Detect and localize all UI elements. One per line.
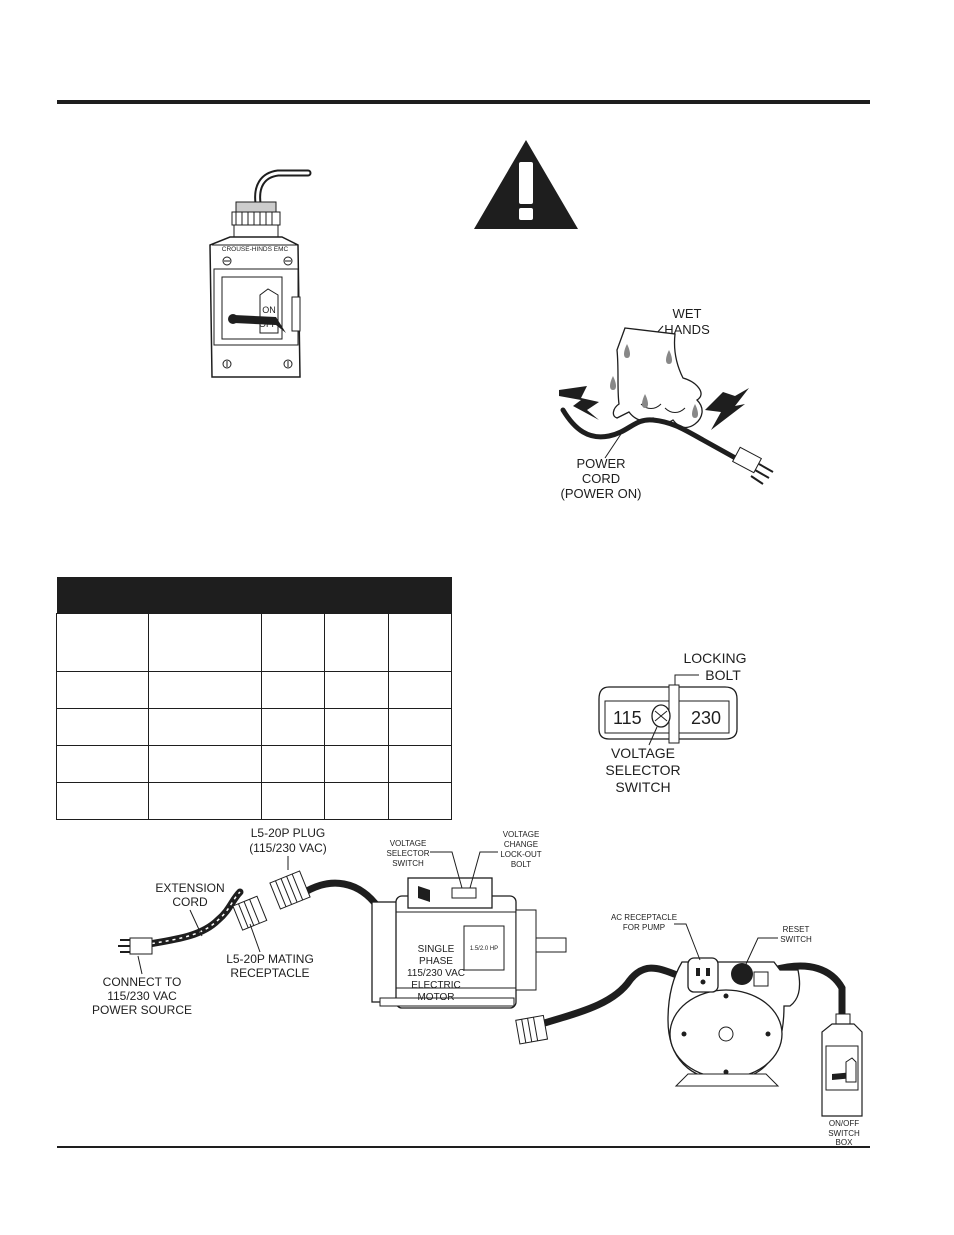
svg-text:BOX: BOX	[836, 1138, 854, 1147]
svg-text:BOLT: BOLT	[705, 667, 741, 683]
bottom-rule	[57, 1146, 870, 1148]
motor-label: SINGLE	[418, 944, 455, 955]
table-row	[56, 708, 452, 746]
wiring-diagram-figure: L5-20P PLUG (115/230 VAC) EXTENSION CORD…	[92, 826, 863, 1147]
switch-brand-label: CROUSE-HINDS EMC	[222, 246, 289, 253]
table-header-row	[56, 577, 452, 614]
svg-text:CORD: CORD	[172, 895, 208, 909]
motor-plate-label: 1.5/2.0 HP	[470, 946, 498, 952]
mating-receptacle-label: L5-20P MATING	[226, 952, 314, 966]
svg-text:115/230 VAC: 115/230 VAC	[407, 968, 465, 979]
voltage-115-label: 115	[613, 708, 642, 728]
wet-hands-figure: WET HANDS POWER CORD (POWER ON)	[559, 306, 774, 501]
voltage-switch-figure: LOCKING BOLT 115 230 VOLTAGE SELECTOR SW…	[598, 650, 747, 795]
svg-text:CORD: CORD	[582, 471, 620, 486]
exclamation-triangle-icon	[474, 140, 578, 229]
svg-text:(POWER ON): (POWER ON)	[561, 486, 642, 501]
table-row	[56, 782, 452, 820]
svg-text:MOTOR: MOTOR	[417, 992, 454, 1003]
svg-text:(115/230 VAC): (115/230 VAC)	[249, 841, 327, 855]
wet-hands-label: WET	[673, 306, 702, 321]
svg-text:FOR PUMP: FOR PUMP	[623, 923, 665, 932]
svg-text:SELECTOR: SELECTOR	[387, 849, 430, 858]
svg-text:SWITCH: SWITCH	[615, 779, 670, 795]
table-row	[56, 613, 452, 672]
plug-label: L5-20P PLUG	[251, 826, 326, 840]
svg-text:SWITCH: SWITCH	[392, 859, 424, 868]
svg-text:115/230 VAC: 115/230 VAC	[107, 989, 177, 1003]
svg-text:BOLT: BOLT	[511, 860, 531, 869]
svg-text:SWITCH: SWITCH	[780, 935, 812, 944]
svg-text:CHANGE: CHANGE	[504, 840, 538, 849]
voltage-selector-label: VOLTAGE	[611, 745, 675, 761]
power-cord-label: POWER	[576, 456, 625, 471]
svg-text:POWER SOURCE: POWER SOURCE	[92, 1003, 192, 1017]
power-source-label: CONNECT TO	[103, 975, 182, 989]
svg-text:SWITCH: SWITCH	[828, 1129, 860, 1138]
table-row	[56, 745, 452, 783]
extension-cord-label: EXTENSION	[155, 881, 224, 895]
specs-table	[56, 577, 452, 820]
switch-on-label: ON	[262, 305, 276, 315]
voltage-selector-switch-label: VOLTAGE	[390, 839, 427, 848]
table-row	[56, 671, 452, 709]
table-header-bar	[56, 577, 452, 614]
locking-bolt-label: LOCKING	[683, 650, 746, 666]
svg-text:PHASE: PHASE	[419, 956, 453, 967]
ac-receptacle-label: AC RECEPTACLE	[611, 913, 677, 922]
svg-text:HANDS: HANDS	[664, 322, 710, 337]
svg-text:RECEPTACLE: RECEPTACLE	[230, 966, 309, 980]
voltage-230-label: 230	[691, 708, 721, 728]
top-rule	[57, 100, 870, 104]
svg-text:SELECTOR: SELECTOR	[605, 762, 680, 778]
switch-box-figure: CROUSE-HINDS EMC ON OFF	[209, 169, 312, 378]
lockout-bolt-label: VOLTAGE	[503, 830, 540, 839]
onoff-switch-box-label: ON/OFF	[829, 1119, 859, 1128]
reset-switch-label: RESET	[783, 925, 810, 934]
svg-text:LOCK-OUT: LOCK-OUT	[500, 850, 541, 859]
svg-text:ELECTRIC: ELECTRIC	[411, 980, 460, 991]
